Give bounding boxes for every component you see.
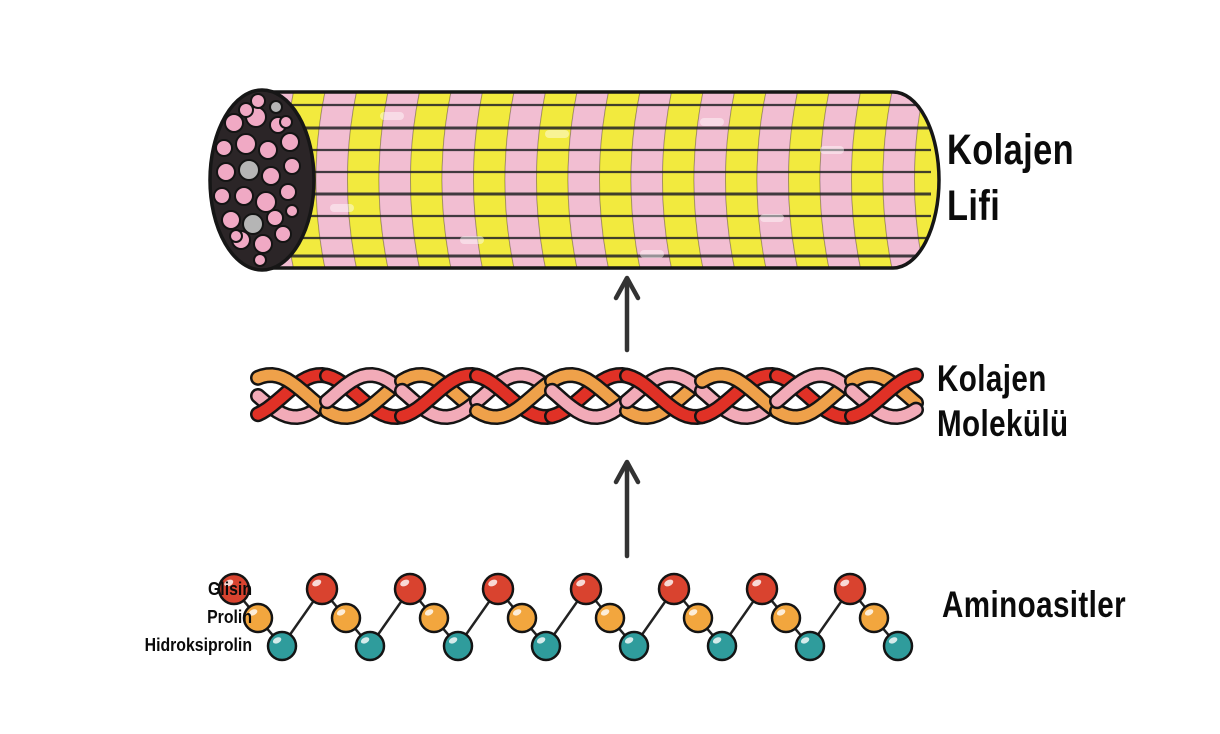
amino-acid-ball-prolin — [682, 602, 714, 634]
fibril-circle — [253, 234, 273, 254]
collagen-molecule-label-line1: Kolajen — [937, 358, 1047, 399]
molecule-strand — [846, 385, 922, 423]
fibril-circle — [253, 253, 267, 267]
amino-acid-ball-hidroksiprolin — [882, 630, 914, 662]
amino-type-labels: Glisin Prolin Hidroksiprolin — [129, 575, 252, 659]
amino-acid-ball-glisin — [833, 572, 867, 606]
fibril-circle — [269, 100, 283, 114]
fibril-circle — [279, 183, 297, 201]
collagen-molecule-label-line2: Molekülü — [937, 403, 1069, 444]
fibril-circle — [234, 186, 254, 206]
fibril-circle — [242, 213, 264, 235]
amino-acids-label: Aminoasitler — [942, 584, 1127, 625]
collagen-molecule-label: Kolajen Molekülü — [937, 356, 1068, 446]
fibril-circle — [238, 159, 260, 181]
fibril-circle — [280, 132, 300, 152]
glisin-label: Glisin — [207, 579, 252, 599]
amino-acid-ball-hidroksiprolin — [618, 630, 650, 662]
amino-acid-ball-prolin — [242, 602, 274, 634]
hidroksiprolin-label: Hidroksiprolin — [144, 635, 252, 655]
amino-acid-ball-hidroksiprolin — [266, 630, 298, 662]
amino-acid-ball-prolin — [330, 602, 362, 634]
amino-acid-ball-glisin — [217, 572, 251, 606]
amino-acid-ball-glisin — [393, 572, 427, 606]
amino-acid-ball-hidroksiprolin — [706, 630, 738, 662]
prolin-label: Prolin — [207, 607, 252, 627]
fiber-cross-section — [208, 88, 316, 272]
amino-acid-ball-glisin — [657, 572, 691, 606]
fibril-circle — [274, 225, 292, 243]
collagen-fiber-illustration — [208, 88, 941, 272]
fibril-circle — [266, 209, 284, 227]
fibril-circle — [221, 210, 241, 230]
amino-acid-ball-prolin — [418, 602, 450, 634]
fibril-circle — [283, 157, 301, 175]
amino-acid-ball-hidroksiprolin — [354, 630, 386, 662]
fibril-circle — [261, 166, 281, 186]
amino-acid-ball-prolin — [594, 602, 626, 634]
amino-acid-ball-glisin — [569, 572, 603, 606]
amino-acid-ball-prolin — [858, 602, 890, 634]
molecule-strand — [846, 369, 922, 422]
fibril-circle — [215, 139, 233, 157]
fibril-circle — [238, 102, 254, 118]
fibril-circle — [279, 115, 293, 129]
fibril-circle — [255, 191, 277, 213]
fibril-circle — [258, 140, 278, 160]
fibril-circle — [224, 113, 244, 133]
amino-acid-ball-prolin — [770, 602, 802, 634]
fibril-circle — [213, 187, 231, 205]
collagen-fiber-label-line1: Kolajen — [947, 126, 1075, 174]
molecule-strand — [846, 369, 922, 409]
collagen-molecule-illustration — [250, 366, 924, 426]
up-arrow — [613, 459, 641, 559]
collagen-fiber-label: Kolajen Lifi — [947, 122, 1074, 234]
fibril-circle — [229, 229, 243, 243]
fiber-bands — [252, 92, 939, 268]
fibril-circle — [250, 93, 266, 109]
fibril-circle — [216, 162, 236, 182]
fibril-circle — [285, 204, 299, 218]
fibril-circle — [235, 133, 257, 155]
amino-acid-ball-glisin — [305, 572, 339, 606]
amino-acid-ball-prolin — [506, 602, 538, 634]
amino-acid-ball-glisin — [745, 572, 779, 606]
amino-acid-ball-hidroksiprolin — [442, 630, 474, 662]
amino-acid-ball-hidroksiprolin — [530, 630, 562, 662]
up-arrow — [613, 275, 641, 353]
amino-acid-chain — [217, 572, 914, 662]
collagen-fiber-label-line2: Lifi — [947, 182, 1001, 230]
amino-acid-ball-hidroksiprolin — [794, 630, 826, 662]
amino-acid-ball-glisin — [481, 572, 515, 606]
